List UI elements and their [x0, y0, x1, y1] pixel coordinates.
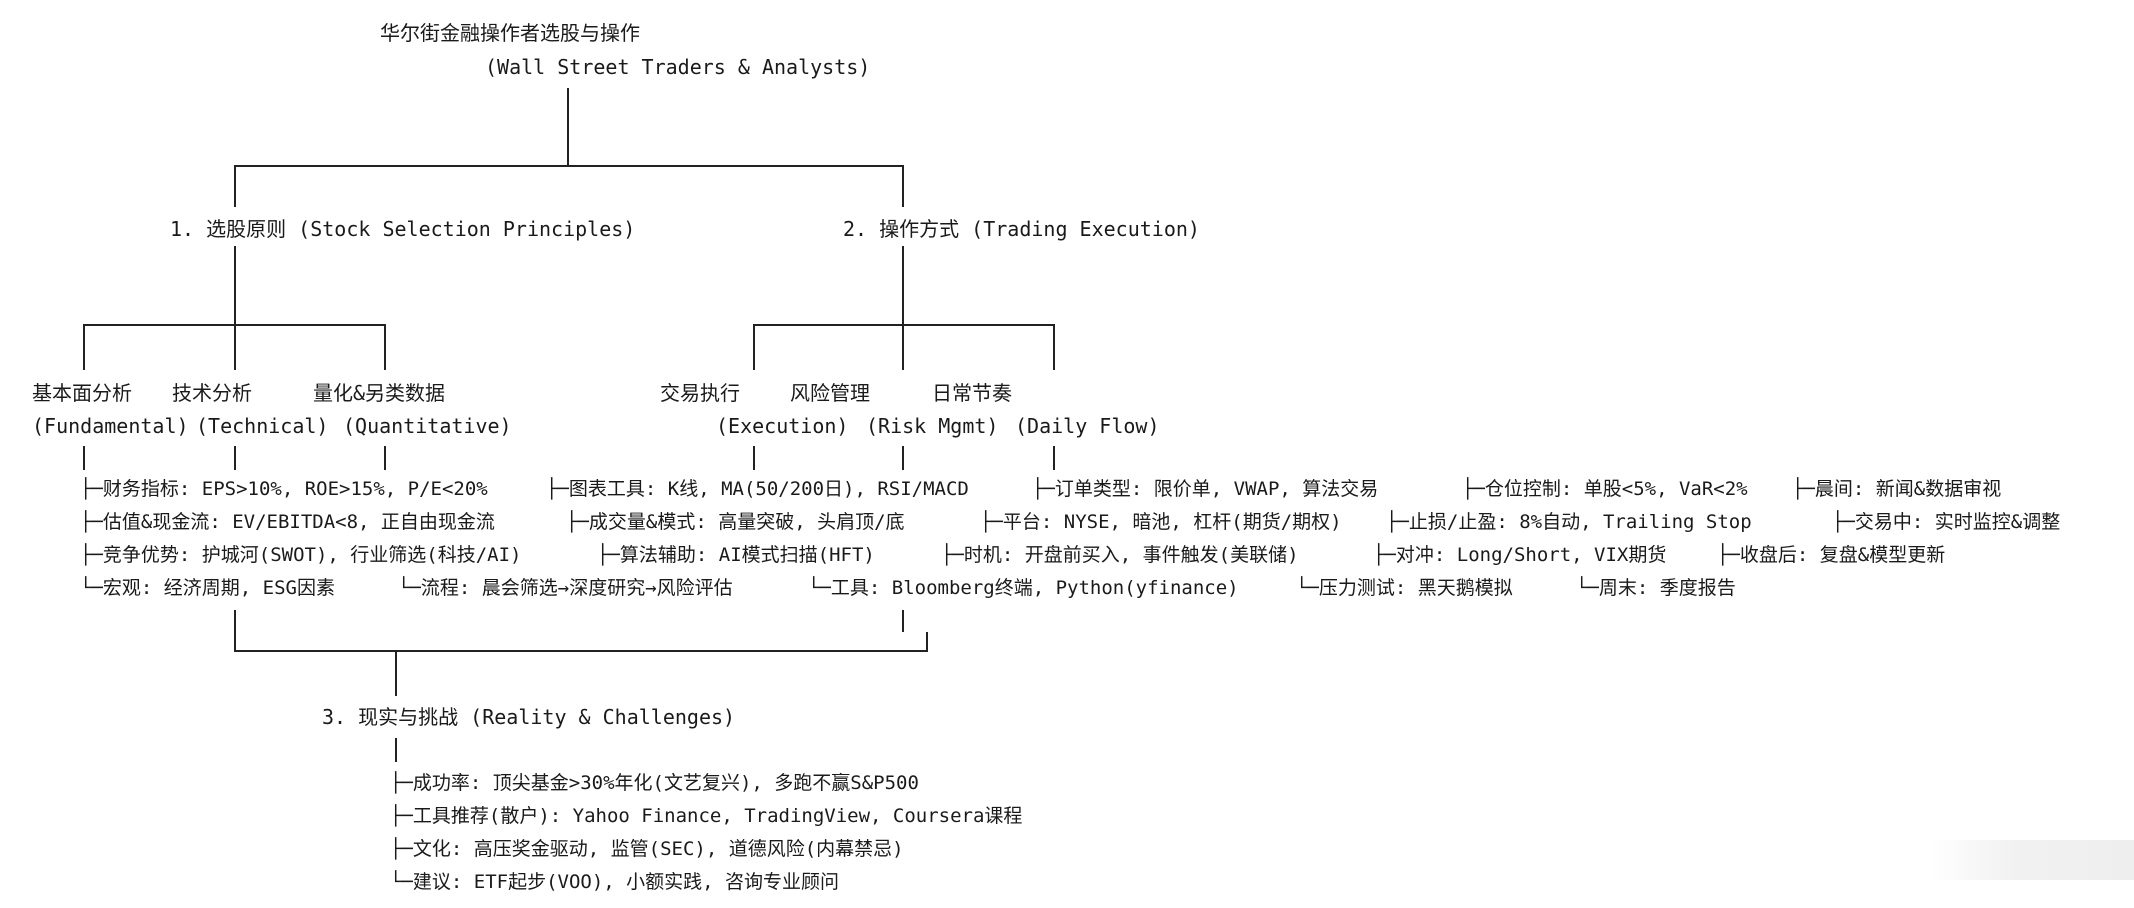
- branch1-title: 1. 选股原则 (Stock Selection Principles): [170, 217, 636, 241]
- connector-join: [234, 650, 928, 652]
- list-item: └─建议: ETF起步(VOO), 小额实践, 咨询专业顾问: [390, 871, 840, 893]
- list-item: └─流程: 晨会筛选→深度研究→风险评估: [398, 577, 733, 599]
- list-item: ├─交易中: 实时监控&调整: [1832, 511, 2061, 533]
- group-risk-en: (Risk Mgmt): [866, 414, 999, 438]
- list-item: ├─晨间: 新闻&数据审视: [1792, 478, 2002, 500]
- list-item: ├─订单类型: 限价单, VWAP, 算法交易: [1032, 478, 1379, 500]
- group-technical-en: (Technical): [196, 414, 329, 438]
- list-item: ├─算法辅助: AI模式扫描(HFT): [597, 544, 875, 566]
- list-item: ├─竞争优势: 护城河(SWOT), 行业筛选(科技/AI): [80, 544, 522, 566]
- connector-root: [567, 88, 569, 165]
- list-item: └─周末: 季度报告: [1576, 577, 1736, 599]
- list-item: ├─时机: 开盘前买入, 事件触发(美联储): [941, 544, 1299, 566]
- list-item: ├─图表工具: K线, MA(50/200日), RSI/MACD: [546, 478, 969, 500]
- list-item: ├─估值&现金流: EV/EBITDA<8, 正自由现金流: [80, 511, 495, 533]
- root-title-zh: 华尔街金融操作者选股与操作: [380, 21, 640, 45]
- connector-join-mid: [902, 610, 904, 632]
- connector-branch1-down: [234, 246, 236, 324]
- group-daily-zh: 日常节奏: [932, 381, 1012, 405]
- connector-branch2-split: [753, 324, 1055, 326]
- connector-branch2: [902, 165, 904, 207]
- connector-join-left: [234, 610, 236, 650]
- root-title-en: (Wall Street Traders & Analysts): [485, 55, 871, 79]
- group-execution-en: (Execution): [716, 414, 849, 438]
- connector-branch3-down: [395, 738, 397, 762]
- list-item: ├─收盘后: 复盘&模型更新: [1717, 544, 1946, 566]
- list-item: ├─对冲: Long/Short, VIX期货: [1373, 544, 1667, 566]
- connector-branch2-down: [902, 246, 904, 324]
- connector-execution: [753, 324, 755, 370]
- edge-fade: [1930, 840, 2134, 880]
- group-fundamental-en: (Fundamental): [32, 414, 189, 438]
- list-item: ├─财务指标: EPS>10%, ROE>15%, P/E<20%: [80, 478, 488, 500]
- list-item: ├─仓位控制: 单股<5%, VaR<2%: [1462, 478, 1748, 500]
- list-item: ├─平台: NYSE, 暗池, 杠杆(期货/期权): [980, 511, 1342, 533]
- list-item: ├─文化: 高压奖金驱动, 监管(SEC), 道德风险(内幕禁忌): [390, 838, 904, 860]
- group-execution-zh: 交易执行: [660, 381, 740, 405]
- list-item: ├─成交量&模式: 高量突破, 头肩顶/底: [566, 511, 905, 533]
- group-risk-zh: 风险管理: [790, 381, 870, 405]
- branch3-title: 3. 现实与挑战 (Reality & Challenges): [322, 705, 736, 729]
- branch2-title: 2. 操作方式 (Trading Execution): [843, 217, 1200, 241]
- group-daily-en: (Daily Flow): [1015, 414, 1160, 438]
- connector-risk: [902, 324, 904, 370]
- list-item: └─工具: Bloomberg终端, Python(yfinance): [808, 577, 1239, 599]
- connector-technical: [234, 324, 236, 370]
- connector-branch1: [234, 165, 236, 207]
- connector-daily: [1053, 324, 1055, 370]
- list-item: ├─止损/止盈: 8%自动, Trailing Stop: [1386, 511, 1752, 533]
- connector-fundamental: [83, 324, 85, 370]
- list-item: ├─工具推荐(散户): Yahoo Finance, TradingView, …: [390, 805, 1023, 827]
- connector-quantitative: [384, 324, 386, 370]
- connector-branch3: [395, 650, 397, 696]
- group-fundamental-zh: 基本面分析: [32, 381, 132, 405]
- group-technical-zh: 技术分析: [172, 381, 252, 405]
- list-item: └─宏观: 经济周期, ESG因素: [80, 577, 335, 599]
- list-item: ├─成功率: 顶尖基金>30%年化(文艺复兴), 多跑不赢S&P500: [390, 772, 919, 794]
- list-item: └─压力测试: 黑天鹅模拟: [1296, 577, 1513, 599]
- group-quantitative-en: (Quantitative): [343, 414, 512, 438]
- group-quantitative-zh: 量化&另类数据: [313, 381, 446, 405]
- connector-join-right: [926, 632, 928, 652]
- connector-root-split: [234, 165, 904, 167]
